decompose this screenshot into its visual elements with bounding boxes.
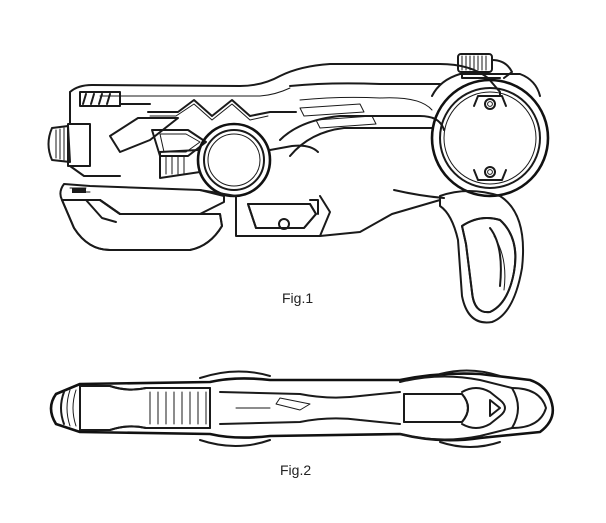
top-muzzle-ribs <box>60 389 77 427</box>
pistol-grip <box>439 190 525 324</box>
top-dial-knob <box>457 53 513 79</box>
rear-underside <box>393 189 445 199</box>
figure-1-label: Fig.1 <box>282 290 314 306</box>
center-ring <box>159 122 319 198</box>
fig2-top-view <box>49 369 555 448</box>
side-panels <box>109 103 445 157</box>
top-drum <box>399 369 519 448</box>
barrel-vent-slots <box>79 91 151 107</box>
lower-rail <box>59 183 225 251</box>
top-right-wing <box>199 439 271 447</box>
mid-underside <box>199 189 237 197</box>
fig1-side-view <box>47 53 550 324</box>
figure-2-label: Fig.2 <box>280 462 312 478</box>
barrel-upper-body <box>69 63 501 177</box>
top-rear-cap <box>511 387 547 429</box>
rear-drum <box>430 73 550 198</box>
muzzle-tip <box>47 123 91 167</box>
trigger-assembly <box>235 195 441 237</box>
top-left-wing <box>199 370 271 379</box>
